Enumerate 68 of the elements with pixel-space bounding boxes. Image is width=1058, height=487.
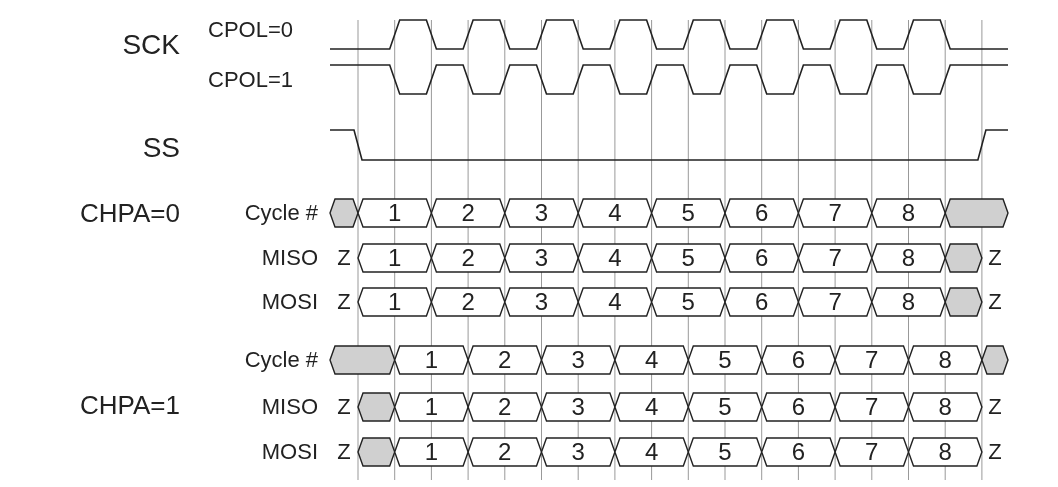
signal-label: MISO xyxy=(261,247,318,269)
bit-number: 2 xyxy=(498,440,512,464)
signal-label: CHPA=0 xyxy=(80,200,180,226)
high-impedance-label: Z xyxy=(988,247,1002,269)
bit-number: 3 xyxy=(534,201,549,225)
high-impedance-label: Z xyxy=(337,247,351,269)
bit-number: 1 xyxy=(424,440,439,464)
bit-number: 4 xyxy=(608,290,622,314)
bit-number: 2 xyxy=(461,201,475,225)
signal-label: MISO xyxy=(261,396,318,418)
signal-label: CPOL=1 xyxy=(208,69,293,91)
bit-number: 1 xyxy=(388,201,402,225)
bit-number: 6 xyxy=(791,440,806,464)
high-impedance-label: Z xyxy=(988,441,1002,463)
bit-number: 3 xyxy=(534,290,549,314)
bit-number: 6 xyxy=(755,201,769,225)
bit-number: 3 xyxy=(571,348,585,372)
high-impedance-label: Z xyxy=(337,396,351,418)
bit-number: 6 xyxy=(791,395,806,419)
bit-number: 4 xyxy=(644,440,659,464)
signal-label: MOSI xyxy=(261,291,318,313)
bit-number: 5 xyxy=(681,290,695,314)
bit-number: 4 xyxy=(608,246,622,270)
bit-number: 6 xyxy=(755,246,769,270)
signal-label: CHPA=1 xyxy=(80,392,180,418)
high-impedance-label: Z xyxy=(337,291,351,313)
signal-label: Cycle # xyxy=(244,202,318,224)
high-impedance-label: Z xyxy=(988,291,1002,313)
bit-number: 8 xyxy=(901,201,916,225)
bit-number: 8 xyxy=(901,246,916,270)
bit-number: 5 xyxy=(718,395,732,419)
bit-number: 8 xyxy=(938,395,952,419)
bit-number: 7 xyxy=(865,348,879,372)
bit-number: 1 xyxy=(424,395,439,419)
bit-number: 1 xyxy=(388,246,402,270)
bit-number: 6 xyxy=(791,348,806,372)
bit-number: 2 xyxy=(461,290,475,314)
bit-number: 5 xyxy=(718,348,732,372)
bit-number: 5 xyxy=(681,246,695,270)
signal-label: Cycle # xyxy=(244,349,318,371)
bit-number: 3 xyxy=(571,395,585,419)
signal-label: SCK xyxy=(122,31,180,59)
high-impedance-label: Z xyxy=(988,396,1002,418)
bit-number: 1 xyxy=(424,348,439,372)
bit-number: 6 xyxy=(755,290,769,314)
bit-number: 2 xyxy=(498,395,512,419)
bit-number: 4 xyxy=(608,201,622,225)
bit-number: 3 xyxy=(534,246,549,270)
bit-number: 4 xyxy=(644,348,659,372)
bit-number: 8 xyxy=(938,440,952,464)
signal-label: SS xyxy=(142,134,180,162)
bit-number: 8 xyxy=(901,290,916,314)
bit-number: 4 xyxy=(644,395,659,419)
bit-number: 5 xyxy=(681,201,695,225)
bit-number: 2 xyxy=(461,246,475,270)
bit-number: 7 xyxy=(828,290,842,314)
bit-number: 7 xyxy=(828,201,842,225)
bit-number: 3 xyxy=(571,440,585,464)
high-impedance-label: Z xyxy=(337,441,351,463)
bit-number: 8 xyxy=(938,348,952,372)
bit-number: 7 xyxy=(865,440,879,464)
bit-number: 5 xyxy=(718,440,732,464)
bit-number: 2 xyxy=(498,348,512,372)
bit-number: 7 xyxy=(865,395,879,419)
bit-number: 7 xyxy=(828,246,842,270)
signal-label: CPOL=0 xyxy=(208,19,293,41)
bit-number: 1 xyxy=(388,290,402,314)
signal-label: MOSI xyxy=(261,441,318,463)
